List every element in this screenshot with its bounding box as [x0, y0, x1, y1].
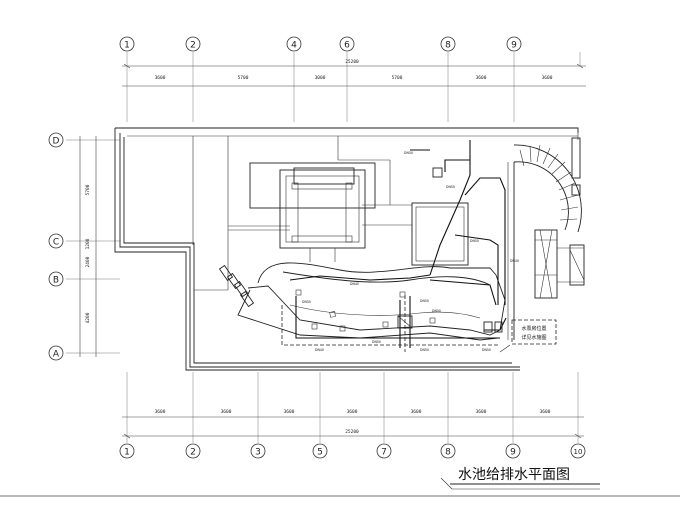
- axis-bubble-left-D: [48, 132, 64, 148]
- axis-bubble-top-2: [185, 36, 201, 52]
- top-dimension-6: 3600: [542, 75, 553, 81]
- top-dimension-4: 5700: [392, 75, 403, 81]
- bottom-dimension-3: 3600: [284, 409, 295, 415]
- axis-label-left-D: D: [53, 137, 60, 147]
- axis-label-bottom-3: 3: [255, 448, 261, 458]
- pipe-label-6: DN40: [350, 282, 359, 286]
- axis-bubble-bottom-2: [185, 443, 201, 459]
- axis-bubble-top-9: [506, 36, 522, 52]
- left-dimension-4: 4200: [85, 312, 91, 323]
- axis-label-bottom-9: 9: [510, 448, 516, 458]
- axis-bubble-top-1: [119, 36, 135, 52]
- axis-label-top-4: 4: [291, 41, 297, 51]
- top-dimension-1: 3600: [155, 75, 166, 81]
- curved-stair: [507, 144, 582, 340]
- pipe-label-1: DN50: [404, 151, 413, 155]
- axis-label-bottom-10: 10: [574, 448, 583, 456]
- axis-bubble-left-B: [48, 271, 64, 287]
- axis-label-top-8: 8: [445, 41, 451, 51]
- top-dimension-3: 3000: [315, 75, 326, 81]
- axis-label-bottom-7: 7: [381, 448, 387, 458]
- top-dimension-group: 25200 3600 5700 3000 5700 3600 3600: [122, 59, 586, 87]
- drawing-title-text: 水池给排水平面图: [458, 467, 570, 483]
- pipe-label-3: DN50: [470, 239, 479, 243]
- right-structure: [534, 128, 585, 299]
- axis-label-top-2: 2: [190, 41, 196, 51]
- axis-bubble-left-A: [48, 345, 64, 361]
- axis-bubble-top-4: [286, 36, 302, 52]
- axis-label-top-1: 1: [124, 41, 130, 51]
- left-dimension-2: 1200: [85, 238, 91, 249]
- pump-room-note: 水泵房位置 详见水施图: [511, 319, 557, 345]
- stepping-stones: [218, 264, 255, 308]
- top-axis-group: 1 2 4 6 8 9: [119, 36, 581, 122]
- bottom-dimension-group: 3600 3600 3600 3600 3600 3600 3600 25200…: [119, 372, 586, 459]
- pipe-network: [281, 140, 511, 353]
- left-dimension-1: 5700: [85, 184, 91, 195]
- axis-label-bottom-5: 5: [317, 448, 323, 458]
- top-total-dimension: 25200: [345, 59, 359, 65]
- drawing-title: 水池给排水平面图: [440, 467, 600, 490]
- pipe-label-2: DN50: [446, 185, 455, 189]
- left-dimension-3: 2400: [85, 256, 91, 267]
- axis-label-left-A: A: [53, 350, 60, 360]
- pipe-label-5: DN50: [302, 300, 311, 304]
- axis-bubble-bottom-9: [505, 443, 521, 459]
- pipe-label-9: DN40: [315, 348, 324, 352]
- bottom-dimension-5: 3600: [411, 409, 422, 415]
- note-line-1: 水泵房位置: [521, 325, 546, 332]
- pipe-label-4: DN40: [510, 259, 519, 263]
- axis-bubble-bottom-10: [570, 443, 586, 459]
- axis-bubble-top-6: [339, 36, 355, 52]
- pipe-label-8: DN50: [432, 309, 441, 313]
- top-dimension-2: 5700: [238, 75, 249, 81]
- pipe-label-10: DN50: [372, 340, 381, 344]
- axis-bubble-bottom-1: [119, 443, 135, 459]
- axis-label-bottom-8: 8: [445, 448, 451, 458]
- equipment-boxes: [295, 167, 503, 333]
- axis-label-top-6: 6: [344, 41, 350, 51]
- pipe-label-7: DN50: [420, 299, 429, 303]
- pump-room: [411, 202, 469, 266]
- axis-bubble-bottom-7: [376, 443, 392, 459]
- axis-label-top-9: 9: [511, 41, 517, 51]
- note-line-2: 详见水施图: [521, 334, 546, 341]
- pipe-labels: DN50 DN50 DN50 DN40 DN50 DN40 DN50 DN50 …: [302, 151, 519, 352]
- pool-outline: [237, 262, 506, 341]
- axis-bubble-bottom-5: [312, 443, 328, 459]
- axis-label-bottom-2: 2: [190, 448, 196, 458]
- bottom-total-dimension: 25200: [345, 429, 359, 435]
- axis-bubble-bottom-3: [250, 443, 266, 459]
- top-dimension-5: 3600: [476, 75, 487, 81]
- axis-label-left-B: B: [53, 276, 59, 286]
- bottom-dimension-4: 3600: [347, 409, 358, 415]
- bottom-dimension-1: 3600: [155, 409, 166, 415]
- pipe-label-11: DN50: [420, 348, 429, 352]
- left-axis-group: D C B A 5700 1200 2400 4200: [48, 132, 120, 361]
- pipe-label-12: DN50: [482, 348, 491, 352]
- central-pavilion: [249, 162, 376, 262]
- building-outline: [114, 127, 579, 371]
- axis-label-left-C: C: [53, 238, 59, 248]
- bottom-dimension-7: 3600: [540, 409, 551, 415]
- axis-bubble-left-C: [48, 233, 64, 249]
- axis-bubble-top-8: [440, 36, 456, 52]
- axis-label-bottom-1: 1: [124, 448, 130, 458]
- bottom-dimension-6: 3600: [476, 409, 487, 415]
- bottom-dimension-2: 3600: [221, 409, 232, 415]
- axis-bubble-bottom-8: [440, 443, 456, 459]
